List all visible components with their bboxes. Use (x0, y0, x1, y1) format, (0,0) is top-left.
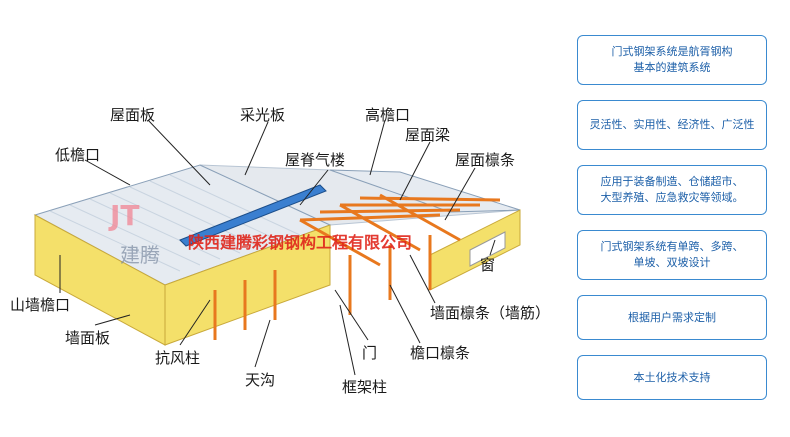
company-logo: JT 建腾 (108, 199, 160, 267)
label-window: 窗 (480, 256, 495, 274)
label-gutter: 天沟 (245, 371, 275, 389)
label-wall-panel: 墙面板 (65, 329, 110, 347)
ridge-vent (179, 184, 327, 247)
label-roof-purlin: 屋面檩条 (455, 151, 515, 169)
label-frame-column: 框架柱 (342, 378, 387, 396)
building-diagram: JT 建腾 陕西建腾彩钢钢构工程有限公司 屋面板 采光板 高檐口 屋脊气楼 屋面… (10, 106, 550, 396)
label-door: 门 (362, 344, 377, 362)
sidebar-item-2: 灵活性、实用性、经济性、广泛性 (577, 100, 767, 150)
watermark: 陕西建腾彩钢钢构工程有限公司 (188, 233, 412, 252)
svg-text:JT: JT (108, 199, 140, 232)
label-high-eave: 高檐口 (365, 106, 410, 124)
sidebar-item-1: 门式钢架系统是航胥钢构 基本的建筑系统 (577, 35, 767, 85)
label-wind-column: 抗风柱 (155, 349, 200, 367)
sidebar-item-3: 应用于装备制造、仓储超市、 大型养殖、应急救灾等领域。 (577, 165, 767, 215)
label-gable-eave: 山墙檐口 (10, 296, 70, 314)
sidebar-item-6: 本土化技术支持 (577, 355, 767, 400)
left-roof-ribs (49, 174, 301, 272)
label-roof-panel: 屋面板 (110, 106, 155, 124)
label-wall-purlin: 墙面檩条（墙筋） (430, 304, 550, 322)
window (469, 231, 506, 267)
sidebar-item-4: 门式钢架系统有单跨、多跨、 单坡、双坡设计 (577, 230, 767, 280)
label-ridge-vent: 屋脊气楼 (285, 151, 345, 169)
sidebar-item-5: 根据用户需求定制 (577, 295, 767, 340)
svg-text:建腾: 建腾 (120, 243, 160, 267)
front-wall (164, 224, 331, 346)
label-skylight-panel: 采光板 (240, 106, 285, 124)
label-eave-purlin: 檐口檩条 (410, 344, 470, 362)
steel-frame (213, 193, 501, 340)
leader-lines (59, 119, 496, 376)
label-low-eave: 低檐口 (55, 146, 100, 164)
label-roof-beam: 屋面梁 (405, 126, 450, 144)
